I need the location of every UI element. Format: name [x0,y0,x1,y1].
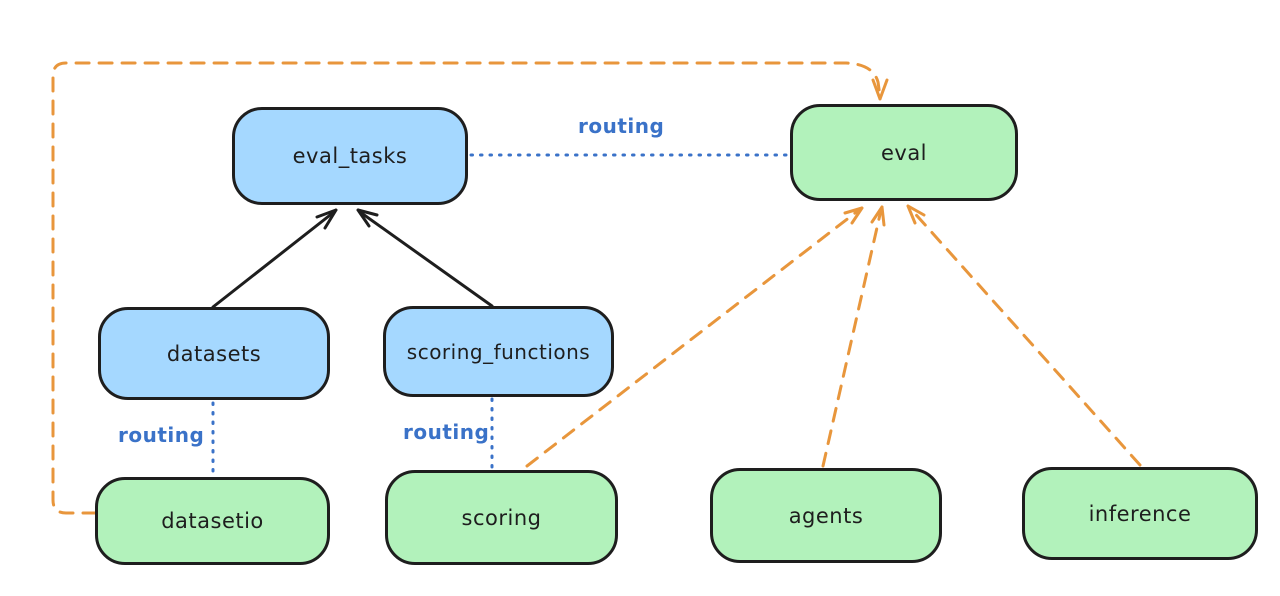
node-scoring_functions: scoring_functions [383,306,614,397]
node-inference-label: inference [1088,501,1192,526]
edge-datasetio-to-eval [51,61,889,515]
node-eval-label: eval [880,140,928,165]
edge-agents-to-eval [821,205,886,468]
node-eval_tasks: eval_tasks [232,107,468,205]
node-scoring-label: scoring [461,505,542,530]
routing-label-eval_tasks-eval: routing [578,114,665,138]
node-eval_tasks-label: eval_tasks [292,144,408,168]
routing-label-scoring_functions-scoring: routing [403,420,490,444]
node-scoring_functions-label: scoring_functions [406,339,591,364]
edge-scoring-to-eval [525,206,864,468]
node-inference: inference [1022,467,1258,560]
edge-scoring_functions-to-eval_tasks [356,208,494,308]
edge-inference-to-eval [906,204,1142,467]
node-eval: eval [790,104,1018,201]
node-datasetio: datasetio [95,477,330,565]
routing-label-datasets-datasetio: routing [118,423,205,447]
node-datasetio-label: datasetio [161,509,264,533]
node-datasets-label: datasets [166,341,262,366]
node-agents: agents [710,468,942,563]
node-agents-label: agents [788,503,864,528]
node-scoring: scoring [385,470,618,565]
edge-datasets-to-eval_tasks [211,208,338,309]
node-datasets: datasets [98,307,330,400]
